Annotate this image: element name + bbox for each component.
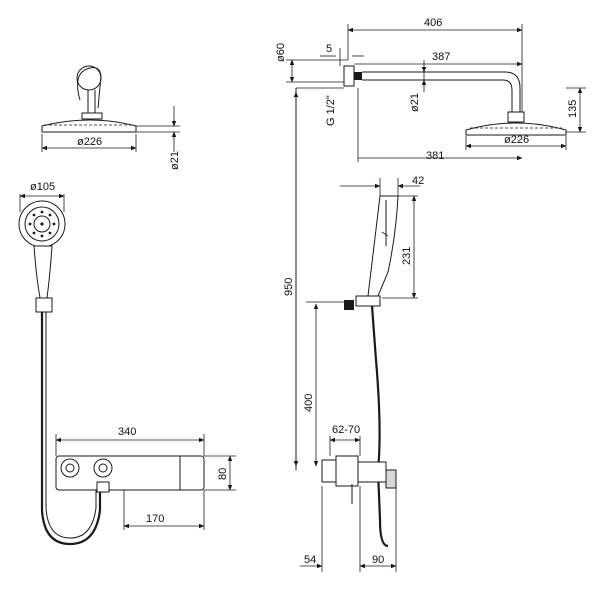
dim-showerhead-dia: ø226 — [77, 136, 102, 148]
arm-curve-front — [77, 67, 102, 109]
left-knob — [60, 458, 80, 478]
arm-wall-flange — [343, 65, 355, 87]
mixer-shelf — [385, 469, 397, 489]
dim-mixer-width: 340 — [118, 426, 136, 438]
dim-head-side-dia: ø226 — [504, 134, 529, 146]
dim-thread: G 1/2" — [325, 95, 337, 126]
valve-body — [335, 455, 359, 487]
dim-arm-length: 406 — [424, 17, 442, 29]
mixer-front-view: 340 80 170 — [55, 426, 236, 530]
dim-mixer-depth: 90 — [372, 554, 384, 566]
dim-hand-length: 231 — [401, 247, 413, 265]
dim-handshower-dia: ø105 — [30, 181, 55, 193]
handshower-side — [367, 195, 399, 297]
wall-flange — [76, 65, 102, 91]
dim-mixer-height: 80 — [217, 468, 229, 480]
handshower-holder — [35, 297, 53, 313]
dim-showerhead-pipe: ø21 — [169, 151, 181, 170]
dim-arm-reach: 381 — [426, 150, 444, 162]
dim-arm-drop: 135 — [567, 100, 579, 118]
valve-left — [321, 459, 337, 483]
mixer-body — [55, 455, 205, 491]
holder-bracket — [355, 295, 381, 307]
dim-wall-depth: 54 — [304, 554, 316, 566]
showerhead-front-view: ø226 ø21 — [41, 65, 181, 170]
handshower-front-view: ø105 — [18, 181, 102, 546]
dim-mixer-offset: 170 — [146, 513, 164, 525]
side-view: 406 ø60 5 387 G 1/2" ø21 135 — [275, 17, 586, 572]
dim-flange-offset: 5 — [326, 43, 332, 55]
dim-holder-height: 400 — [303, 394, 315, 412]
hose-side — [370, 305, 389, 548]
dim-wall-flange-dia: ø60 — [275, 43, 287, 62]
dim-total-height: 950 — [283, 278, 295, 296]
right-knob — [93, 458, 113, 478]
dim-arm-pipe: ø21 — [409, 93, 421, 112]
showerhead-disc — [41, 119, 137, 133]
shower-hose — [40, 312, 102, 546]
dim-arm-inner: 387 — [432, 51, 450, 63]
dim-valve-range: 62-70 — [332, 424, 360, 436]
shower-arm — [362, 71, 521, 112]
dim-hand-width: 42 — [412, 175, 424, 187]
handshower-handle — [33, 245, 53, 299]
